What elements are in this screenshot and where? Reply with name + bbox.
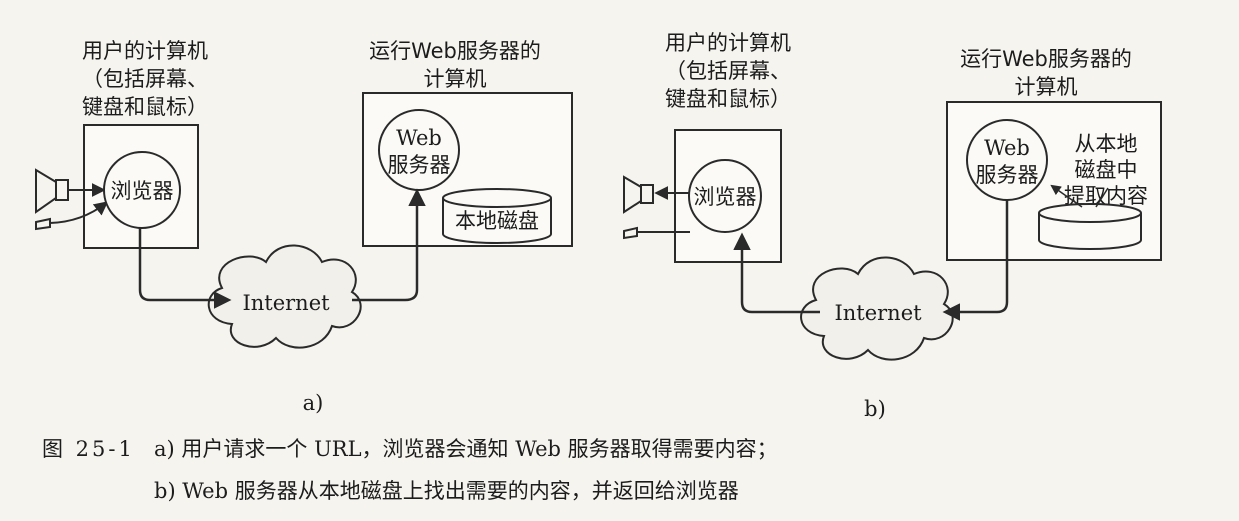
fetch-note-line1: 从本地 (1075, 132, 1138, 156)
browser-circle (688, 159, 762, 233)
internet-to-browser-arrow (733, 232, 820, 314)
speaker-icon (623, 175, 692, 214)
caption-line-1: a) 用户请求一个 URL，浏览器会通知 Web 服务器取得需要内容； (154, 437, 778, 461)
user-computer-label-line1: 用户的计算机 (665, 31, 791, 55)
browser-circle (103, 151, 181, 229)
panel-a-sublabel: a) (303, 391, 324, 415)
internet-to-server-arrow (352, 188, 426, 302)
mouse-icon (623, 226, 690, 240)
internet-cloud (207, 244, 362, 349)
local-disk-label: 本地磁盘 (455, 209, 539, 233)
panel-a: 用户的计算机 （包括屏幕、 键盘和鼠标） 浏览器 运行Web服务器的 计算机 W… (35, 39, 573, 415)
browser-label: 浏览器 (111, 179, 174, 203)
fetch-note-line2: 磁盘中 (1075, 158, 1138, 182)
user-computer-label-line2: （包括屏幕、 (665, 59, 791, 83)
web-server-label-line2: 服务器 (388, 153, 451, 177)
server-computer-label-line2: 计算机 (1015, 75, 1078, 99)
panel-b-sublabel: b) (864, 397, 886, 421)
user-computer-label-line1: 用户的计算机 (82, 39, 208, 63)
disk-to-server-arrow (1050, 184, 1083, 208)
server-to-internet-arrow (942, 200, 1009, 321)
web-server-label-line1: Web (396, 126, 442, 150)
server-computer-label-line2: 计算机 (424, 67, 487, 91)
browser-to-internet-arrow (138, 228, 232, 309)
caption-line-2: b) Web 服务器从本地磁盘上找出需要的内容，并返回给浏览器 (154, 479, 739, 503)
local-disk-icon (442, 188, 552, 244)
internet-label: Internet (834, 301, 922, 325)
browser-label: 浏览器 (694, 185, 757, 209)
internet-cloud (800, 256, 954, 361)
speaker-icon (35, 168, 106, 214)
server-computer-label-line1: 运行Web服务器的 (369, 39, 541, 63)
user-computer-label-line3: 键盘和鼠标） (665, 87, 791, 111)
web-server-label-line2: 服务器 (976, 163, 1039, 187)
web-server-label-line1: Web (984, 136, 1030, 160)
web-server-circle (966, 119, 1048, 201)
figure-caption: 图 25-1 a) 用户请求一个 URL，浏览器会通知 Web 服务器取得需要内… (42, 428, 778, 512)
user-computer-label-line2: （包括屏幕、 (82, 67, 208, 91)
web-server-circle (378, 109, 460, 191)
mouse-icon (35, 201, 109, 231)
figure-number: 图 25-1 (42, 437, 135, 461)
local-disk-icon (1038, 203, 1142, 250)
panel-b: 用户的计算机 （包括屏幕、 键盘和鼠标） 浏览器 运行Web服务器的 计算机 W… (623, 31, 1162, 421)
fetch-note-pointer (1095, 187, 1109, 208)
user-computer-label-line3: 键盘和鼠标） (82, 95, 208, 119)
server-computer-label-line1: 运行Web服务器的 (960, 47, 1132, 71)
internet-label: Internet (242, 291, 330, 315)
